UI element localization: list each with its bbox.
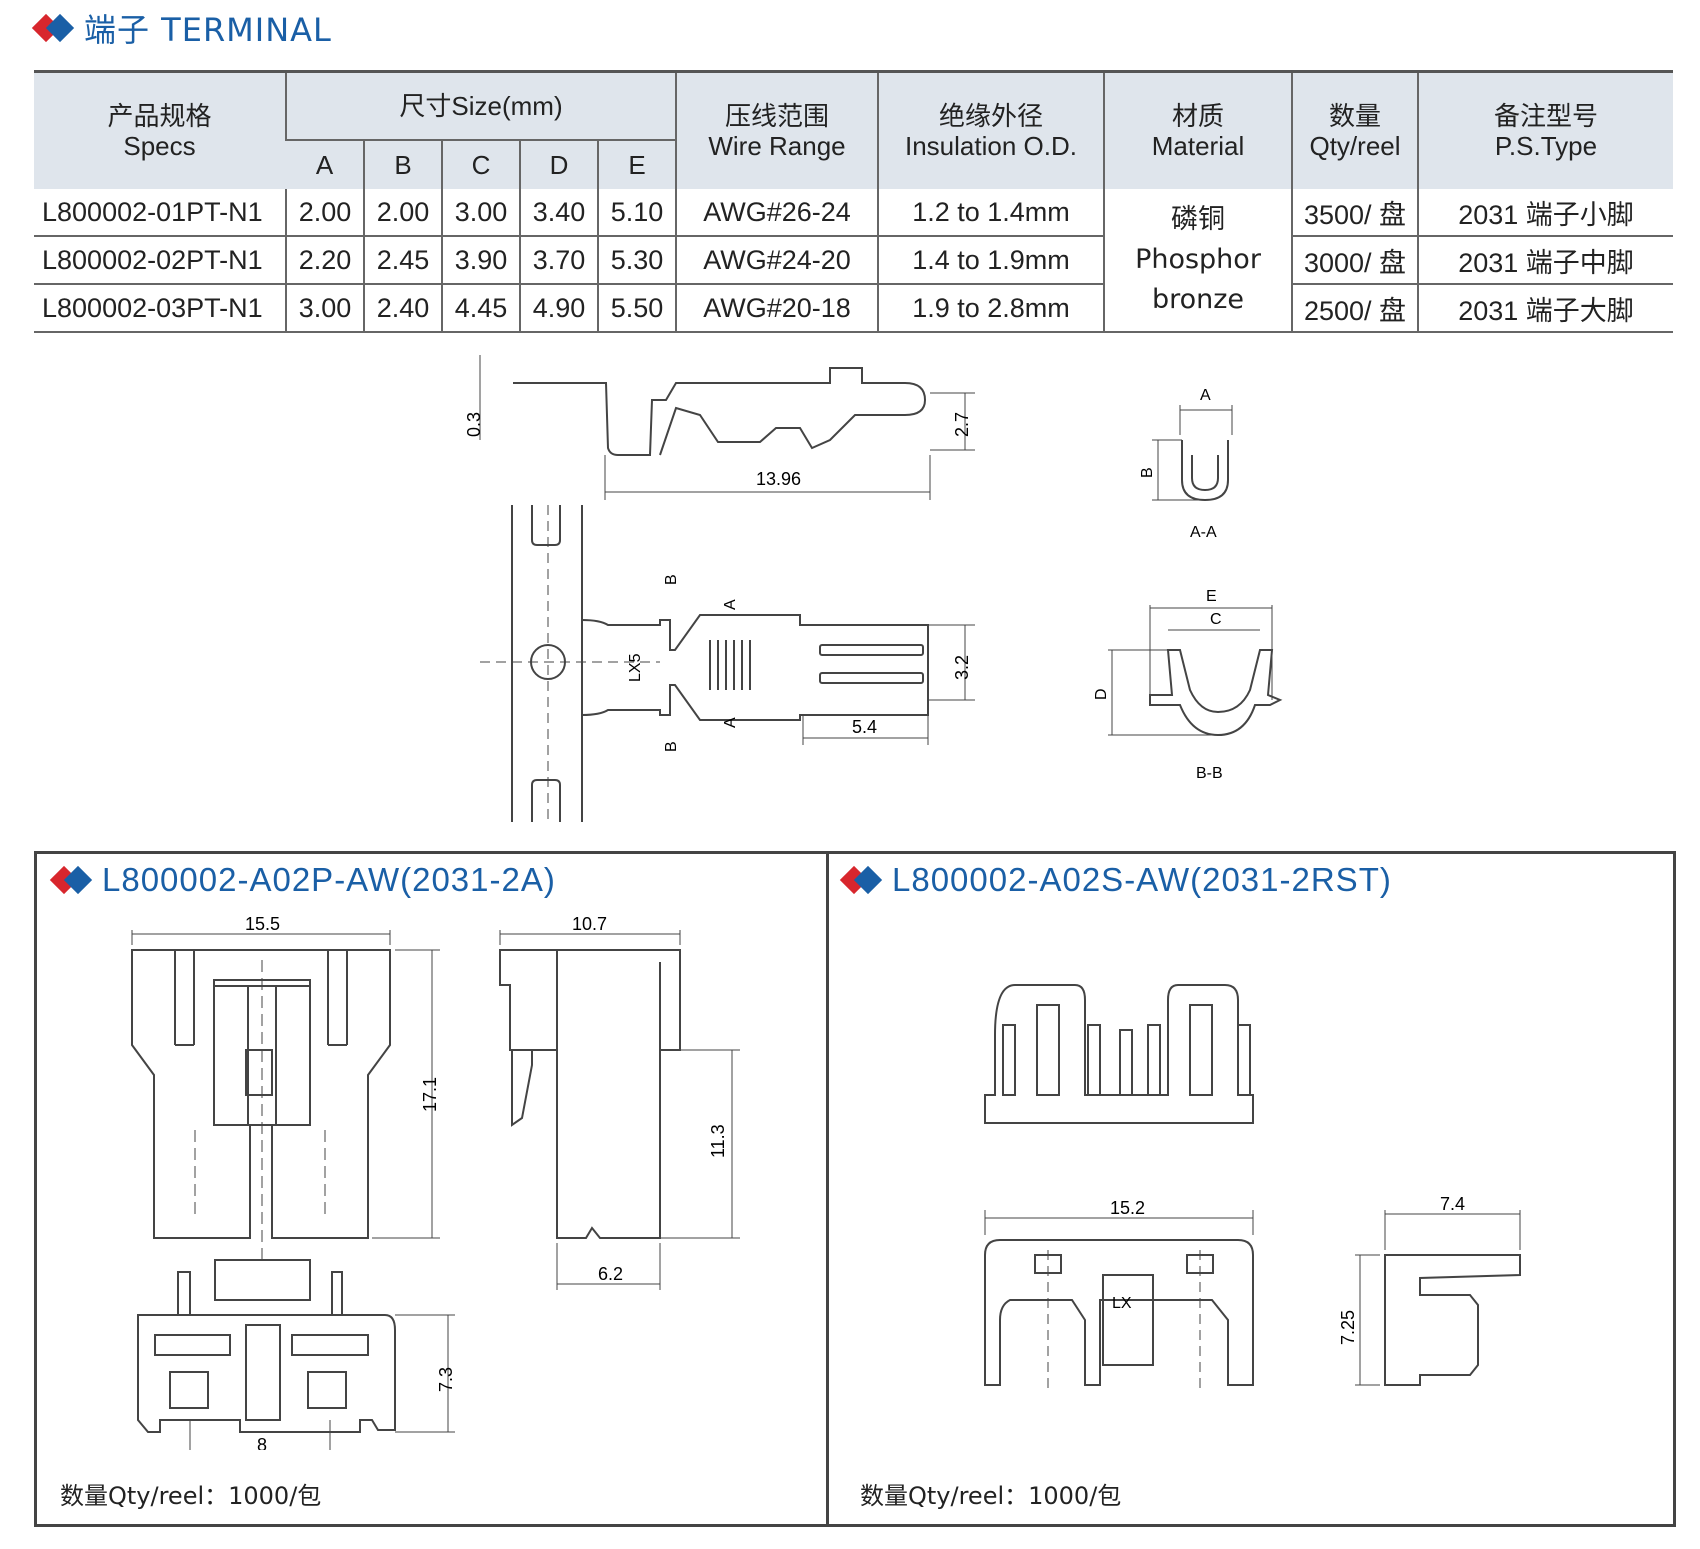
header-size-c: C: [441, 139, 520, 189]
housing-2rst-drawing: 15.2 7.4 7.25 LX: [984, 984, 1521, 1390]
dim-side-height: 7.25: [1338, 1310, 1358, 1345]
housing-2a-drawing: 15.5 17.1 10.7 11.3 6.2 7.3 8: [131, 914, 740, 1450]
dim-width: 15.5: [245, 914, 280, 934]
dim-tail-length: 5.4: [852, 717, 877, 737]
section-mark-a-bottom: A: [722, 717, 739, 728]
dim-width: 15.2: [1110, 1198, 1145, 1218]
panel-left-title: L800002-A02P-AW(2031-2A): [49, 858, 556, 902]
dim-length: 13.96: [756, 469, 801, 489]
header-size: 尺寸Size(mm): [285, 70, 676, 140]
section-aa-label: A-A: [1190, 524, 1217, 541]
dim-pitch: 8: [257, 1435, 267, 1450]
diamond-bullet-icon: [839, 865, 883, 895]
bb-dim-d: D: [1093, 688, 1110, 700]
dim-thickness: 0.3: [464, 412, 484, 437]
lx-label: LX: [1112, 1295, 1132, 1312]
dim-width: 3.2: [952, 655, 972, 680]
diamond-bullet-icon: [49, 865, 93, 895]
dim-side-bottom: 6.2: [598, 1264, 623, 1284]
panel-left-qty: 数量Qty/reel：1000/包: [60, 1482, 322, 1510]
section-bb-label: B-B: [1196, 765, 1223, 782]
panel-right: [826, 851, 1676, 1527]
dim-side-width: 7.4: [1440, 1194, 1465, 1214]
panel-right-qty: 数量Qty/reel：1000/包: [860, 1482, 1122, 1510]
dim-side-width: 10.7: [572, 914, 607, 934]
dim-height: 17.1: [420, 1077, 440, 1112]
section-mark-b-top: B: [663, 574, 680, 585]
bb-dim-c: C: [1210, 611, 1222, 628]
diamond-bullet-icon: [31, 13, 75, 43]
header-size-e: E: [597, 139, 676, 189]
aa-dim-a: A: [1200, 387, 1211, 404]
page-title: 端子 TERMINAL: [31, 6, 332, 50]
aa-dim-b: B: [1139, 467, 1156, 478]
section-mark-a-top: A: [722, 599, 739, 610]
dim-height: 2.7: [952, 412, 972, 437]
terminal-drawing: 0.3 2.7 13.96 3.2 5.4 LX5 B B A A A B A-…: [464, 355, 1283, 822]
bb-dim-e: E: [1206, 588, 1217, 605]
panel-right-title: L800002-A02S-AW(2031-2RST): [839, 858, 1392, 902]
header-size-b: B: [363, 139, 442, 189]
header-size-d: D: [519, 139, 598, 189]
dim-lx: LX5: [627, 653, 644, 682]
dim-side-height: 11.3: [708, 1124, 728, 1158]
section-mark-b-bottom: B: [663, 741, 680, 752]
dim-bottom-height: 7.3: [436, 1367, 456, 1392]
header-size-a: A: [286, 139, 364, 189]
